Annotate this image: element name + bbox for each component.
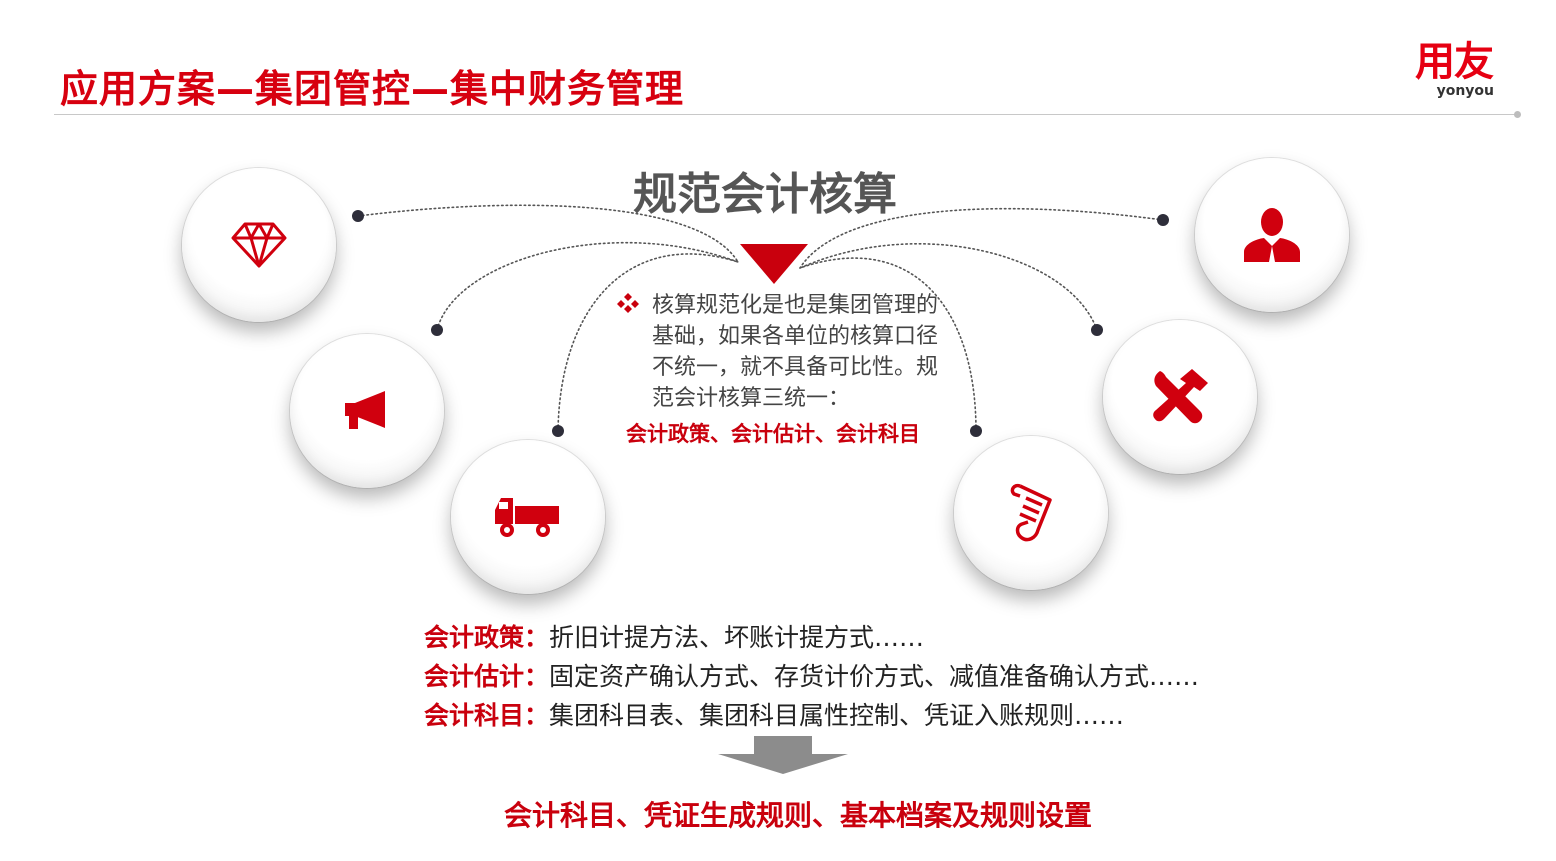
- divider-end-dot: [1514, 111, 1521, 118]
- title-divider: [54, 114, 1516, 115]
- diamond-bullet-icon: [617, 293, 639, 313]
- truck-circle: [451, 440, 605, 594]
- curve-end-dot-diamond: [352, 210, 364, 222]
- document-circle: [954, 436, 1108, 590]
- center-highlight: 会计政策、会计估计、会计科目: [626, 422, 920, 446]
- person-icon: [1244, 208, 1300, 262]
- tools-circle: [1103, 320, 1257, 474]
- definition-row: 会计估计：固定资产确认方式、存货计价方式、减值准备确认方式……: [424, 657, 1199, 696]
- definition-row: 会计政策：折旧计提方法、坏账计提方式……: [424, 618, 1199, 657]
- curve-end-dot-megaphone: [431, 324, 443, 336]
- definition-list: 会计政策：折旧计提方法、坏账计提方式…… 会计估计：固定资产确认方式、存货计价方…: [424, 618, 1199, 735]
- yonyou-logo: 用友 yonyou: [1404, 40, 1504, 98]
- document-icon: [1010, 483, 1052, 542]
- megaphone-circle: [290, 334, 444, 488]
- center-paragraph: 核算规范化是也是集团管理的基础，如果各单位的核算口径不统一，就不具备可比性。规范…: [652, 293, 939, 411]
- curve-end-dot-truck: [552, 425, 564, 437]
- curve-end-dot-tools: [1091, 324, 1103, 336]
- logo-sub-text: yonyou: [1436, 83, 1494, 99]
- logo-main-text: 用友: [1415, 39, 1494, 85]
- megaphone-icon: [345, 391, 385, 429]
- person-circle: [1195, 158, 1349, 312]
- curve-person: [799, 207, 1164, 269]
- truck-icon: [495, 498, 559, 537]
- definition-label: 会计政策：: [424, 623, 550, 652]
- curve-document: [799, 257, 977, 432]
- definition-label: 会计科目：: [424, 701, 550, 730]
- down-arrow-icon: [718, 736, 848, 774]
- down-triangle: [740, 244, 808, 284]
- diamond-icon: [231, 222, 287, 268]
- definition-text: 固定资产确认方式、存货计价方式、减值准备确认方式……: [549, 662, 1200, 691]
- curve-end-dot-document: [970, 425, 982, 437]
- curve-truck: [557, 253, 739, 432]
- tools-icon: [1153, 369, 1208, 424]
- definition-row: 会计科目：集团科目表、集团科目属性控制、凭证入账规则……: [424, 696, 1199, 735]
- curve-megaphone: [436, 241, 739, 331]
- curve-end-dot-person: [1157, 214, 1169, 226]
- diamond-circle: [182, 168, 336, 322]
- curve-tools: [799, 243, 1098, 331]
- section-heading: 规范会计核算: [633, 169, 897, 220]
- definition-label: 会计估计：: [424, 662, 550, 691]
- definition-text: 折旧计提方法、坏账计提方式……: [549, 623, 925, 652]
- page-title: 应用方案—集团管控—集中财务管理: [60, 67, 685, 111]
- definition-text: 集团科目表、集团科目属性控制、凭证入账规则……: [549, 701, 1125, 730]
- conclusion-text: 会计科目、凭证生成规则、基本档案及规则设置: [503, 799, 1092, 832]
